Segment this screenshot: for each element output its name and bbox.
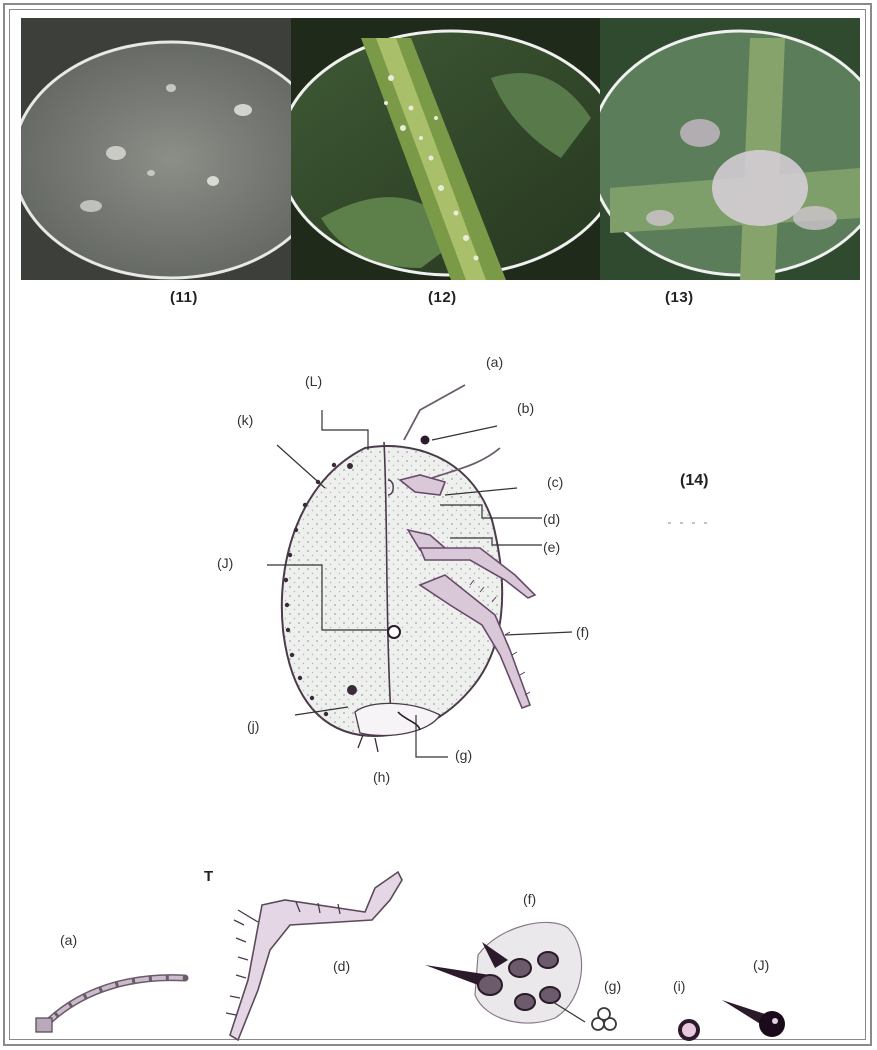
label-body-d: (d) [543, 511, 560, 527]
label-detail-f: (f) [523, 891, 536, 907]
eye-spot [421, 436, 430, 445]
detail-trilocular-pore [592, 1008, 616, 1030]
detail-cerarius [425, 922, 585, 1023]
label-body-k: (k) [237, 412, 253, 428]
label-body-e: (e) [543, 539, 560, 555]
label-body-g: (g) [455, 747, 472, 763]
label-body-j: (j) [247, 718, 259, 734]
detail-tubular-duct [722, 1000, 785, 1037]
label-detail-d: (d) [333, 958, 350, 974]
detail-leg [226, 872, 402, 1040]
label-body-c: (c) [547, 474, 563, 490]
label-detail-a: (a) [60, 932, 77, 948]
label-detail-J: (J) [753, 957, 769, 973]
label-detail-T: T [204, 868, 213, 885]
label-body-h: (h) [373, 769, 390, 785]
label-detail-i: (i) [673, 978, 685, 994]
label-body-J: (J) [217, 555, 233, 571]
label-body-f: (f) [576, 624, 589, 640]
figure-number: (14) [680, 472, 708, 490]
label-detail-g: (g) [604, 978, 621, 994]
detail-antenna [36, 978, 185, 1032]
detail-multilocular-pore [680, 1021, 698, 1039]
label-body-b: (b) [517, 400, 534, 416]
label-body-a: (a) [486, 354, 503, 370]
label-body-L: (L) [305, 373, 322, 389]
